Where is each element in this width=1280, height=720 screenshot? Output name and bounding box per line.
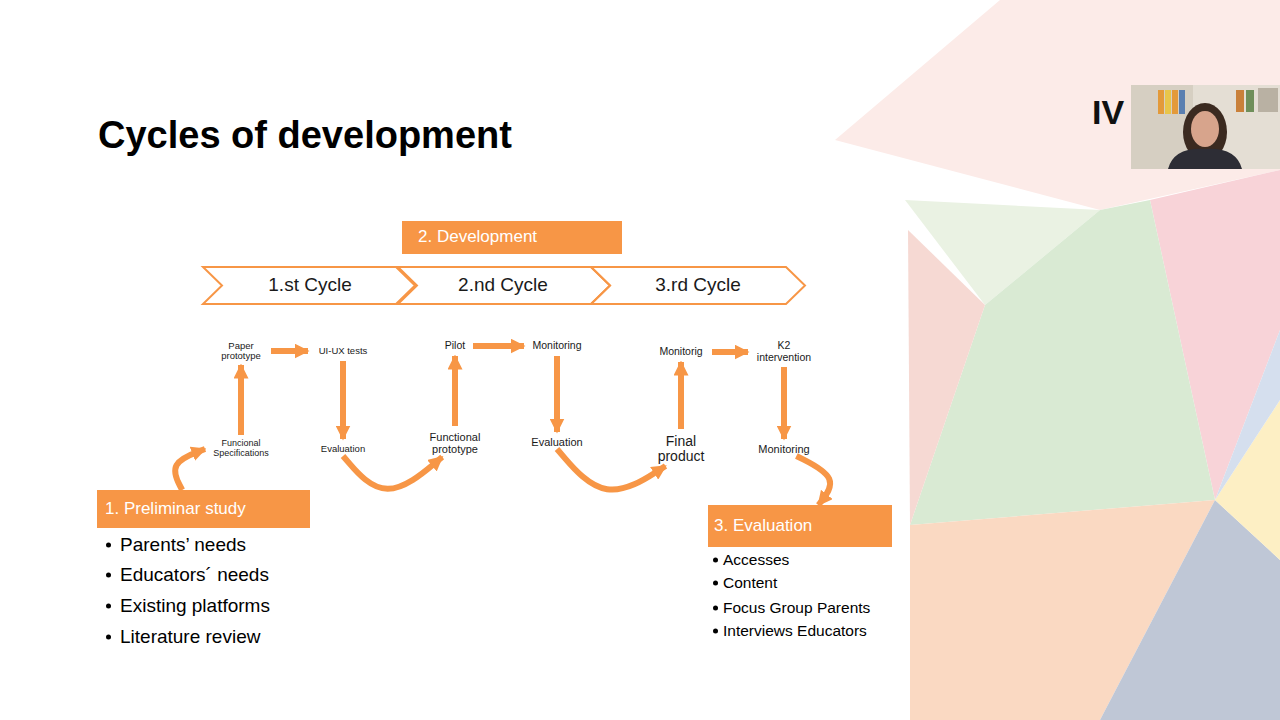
node-text: Evaluation — [321, 444, 365, 454]
flow-arrow — [175, 449, 205, 490]
bullet-item: Educators´ needs — [120, 564, 269, 587]
bullet-item: Focus Group Parents — [723, 599, 870, 618]
step-label: Final product — [650, 432, 712, 466]
flow-arrow — [271, 348, 308, 354]
node-text: UI-UX tests — [319, 346, 368, 356]
node-text: Monitoring — [758, 443, 809, 455]
phase-box: 2. Development — [402, 221, 622, 254]
flow-arrow — [796, 456, 830, 505]
node-text: Monitorig — [659, 346, 702, 358]
bullet-item: Parents’ needs — [120, 534, 246, 557]
webcam-binder — [1258, 88, 1278, 112]
bullet-item: Existing platforms — [120, 595, 270, 618]
phase-box: 3. Evaluation — [708, 505, 892, 547]
flow-arrow — [340, 361, 346, 439]
step-label: Monitoring — [753, 442, 815, 456]
step-label: Monitoring — [527, 339, 587, 353]
node-text: K2 intervention — [751, 340, 817, 363]
node-text: Pilot — [445, 340, 465, 352]
flow-arrow — [781, 367, 787, 439]
bg-facet — [1215, 330, 1280, 500]
node-text: Evaluation — [531, 436, 582, 448]
flow-arrow — [554, 356, 560, 432]
node-text: 1. Preliminar study — [105, 500, 246, 519]
flow-arrow — [452, 356, 458, 426]
bullet-item: Accesses — [723, 551, 789, 570]
node-text: 2.nd Cycle — [458, 275, 548, 296]
chevron-shape — [591, 267, 805, 304]
flow-arrow — [557, 449, 666, 490]
flow-arrow — [473, 343, 524, 349]
node-text: Monitoring — [532, 340, 581, 352]
chevron-shape — [396, 267, 610, 304]
node-text: 1.st Cycle — [268, 275, 351, 296]
chevron-shape — [203, 267, 417, 304]
webcam-binder — [1236, 90, 1244, 112]
webcam-binder — [1179, 90, 1185, 114]
bullet-item: Literature review — [120, 626, 260, 649]
node-text: Final product — [650, 434, 712, 465]
step-label: Evaluation — [527, 435, 587, 449]
cycle-chevron: 2.nd Cycle — [395, 266, 611, 305]
bullet-item: Content — [723, 574, 777, 593]
flow-arrow — [678, 362, 684, 429]
bg-facet — [908, 230, 985, 525]
node-text: 3. Evaluation — [714, 517, 812, 536]
webcam-binder — [1246, 90, 1254, 112]
webcam-binder — [1158, 90, 1164, 114]
logo-text: IV — [1092, 95, 1124, 129]
node-text: Funcional Specifications — [205, 439, 277, 459]
phase-box: 1. Preliminar study — [97, 490, 310, 528]
node-text: Paper prototype — [214, 341, 268, 362]
step-label: Paper prototype — [214, 340, 268, 362]
step-label: UI-UX tests — [311, 344, 375, 358]
flow-arrow — [238, 365, 244, 435]
flow-arrow — [712, 349, 748, 355]
bullet-item: Interviews Educators — [723, 622, 867, 641]
cycle-chevron: 3.rd Cycle — [590, 266, 806, 305]
step-label: Functional prototype — [423, 429, 487, 457]
cycle-chevron: 1.st Cycle — [202, 266, 418, 305]
step-label: K2 intervention — [751, 340, 817, 364]
webcam-body — [1168, 149, 1242, 169]
step-label: Evaluation — [316, 442, 370, 456]
node-text: Functional prototype — [423, 431, 487, 455]
node-text: 2. Development — [418, 228, 537, 247]
step-label: Monitorig — [653, 345, 709, 359]
slide-title: Cycles of development — [98, 116, 512, 154]
webcam-binder — [1172, 90, 1178, 114]
flow-arrow — [343, 456, 442, 489]
step-label: Pilot — [440, 339, 470, 353]
webcam-face — [1191, 111, 1219, 147]
step-label: Funcional Specifications — [205, 438, 277, 460]
webcam-frame — [1131, 85, 1280, 169]
bg-facet — [835, 0, 1280, 210]
webcam-binder — [1165, 90, 1171, 114]
node-text: 3.rd Cycle — [655, 275, 741, 296]
